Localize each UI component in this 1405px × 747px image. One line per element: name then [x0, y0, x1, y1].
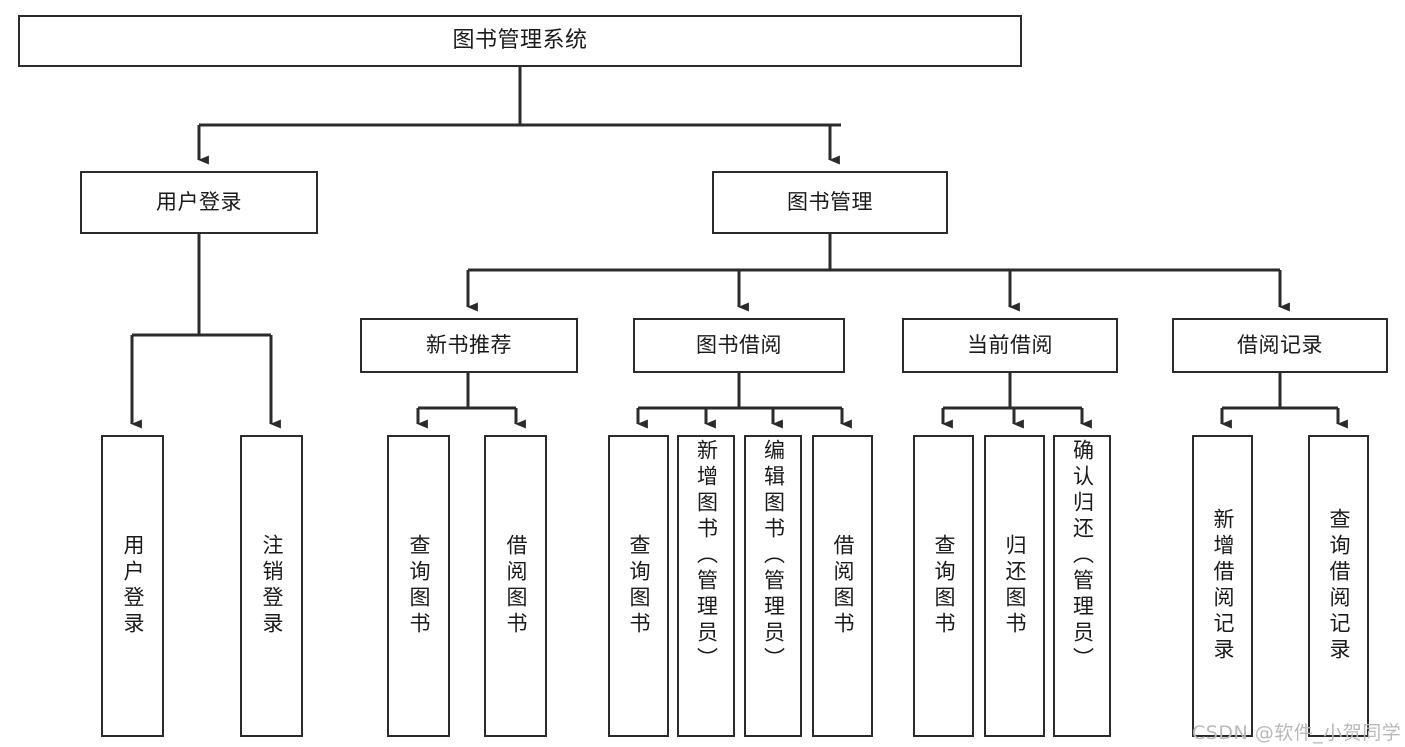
node-leaf-add-record[interactable]: 新增借阅记录	[1192, 435, 1253, 737]
node-leaf-add-book[interactable]: 新增图书（管理员）	[677, 435, 735, 737]
node-leaf-query-book-2-label: 查询图书	[627, 534, 651, 638]
node-leaf-add-book-label: 新增图书（管理员）	[694, 439, 719, 673]
node-leaf-confirm-return[interactable]: 确认归还（管理员）	[1053, 435, 1111, 737]
node-current-borrow-label: 当前借阅	[967, 332, 1053, 357]
node-leaf-return-book-label: 归还图书	[1003, 534, 1027, 638]
node-root[interactable]: 图书管理系统	[18, 15, 1022, 67]
node-leaf-return-book[interactable]: 归还图书	[984, 435, 1045, 737]
node-leaf-query-record-label: 查询借阅记录	[1327, 508, 1351, 664]
node-borrow-record-label: 借阅记录	[1237, 332, 1323, 357]
node-leaf-query-book-1-label: 查询图书	[407, 534, 431, 638]
node-leaf-borrow-book-2[interactable]: 借阅图书	[812, 435, 873, 737]
node-leaf-query-book-1[interactable]: 查询图书	[387, 435, 450, 737]
node-leaf-logout[interactable]: 注销登录	[240, 435, 303, 737]
node-leaf-query-book-2[interactable]: 查询图书	[608, 435, 669, 737]
node-leaf-query-book-3-label: 查询图书	[932, 534, 956, 638]
node-leaf-user-login[interactable]: 用户登录	[101, 435, 164, 737]
node-leaf-edit-book-label: 编辑图书（管理员）	[761, 439, 786, 673]
node-leaf-query-record[interactable]: 查询借阅记录	[1308, 435, 1369, 737]
csdn-watermark: CSDN @软件_小贺同学	[1192, 722, 1402, 744]
node-root-label: 图书管理系统	[452, 27, 588, 53]
node-user-login-label: 用户登录	[156, 189, 242, 214]
node-current-borrow[interactable]: 当前借阅	[902, 318, 1118, 373]
node-leaf-borrow-book-2-label: 借阅图书	[831, 534, 855, 638]
node-leaf-borrow-book-1[interactable]: 借阅图书	[484, 435, 547, 737]
node-book-manage[interactable]: 图书管理	[712, 171, 948, 234]
node-user-login[interactable]: 用户登录	[80, 171, 318, 234]
node-leaf-query-book-3[interactable]: 查询图书	[913, 435, 974, 737]
node-leaf-user-login-label: 用户登录	[121, 534, 145, 638]
node-leaf-logout-label: 注销登录	[260, 534, 284, 638]
node-leaf-borrow-book-1-label: 借阅图书	[504, 534, 528, 638]
node-borrow-record[interactable]: 借阅记录	[1172, 318, 1388, 373]
node-book-borrow-label: 图书借阅	[696, 332, 782, 357]
node-leaf-add-record-label: 新增借阅记录	[1211, 508, 1235, 664]
node-new-book-recommend-label: 新书推荐	[426, 332, 512, 357]
node-leaf-edit-book[interactable]: 编辑图书（管理员）	[744, 435, 802, 737]
node-leaf-confirm-return-label: 确认归还（管理员）	[1070, 439, 1095, 673]
node-book-borrow[interactable]: 图书借阅	[633, 318, 845, 373]
node-book-manage-label: 图书管理	[787, 189, 873, 214]
node-new-book-recommend[interactable]: 新书推荐	[360, 318, 578, 373]
